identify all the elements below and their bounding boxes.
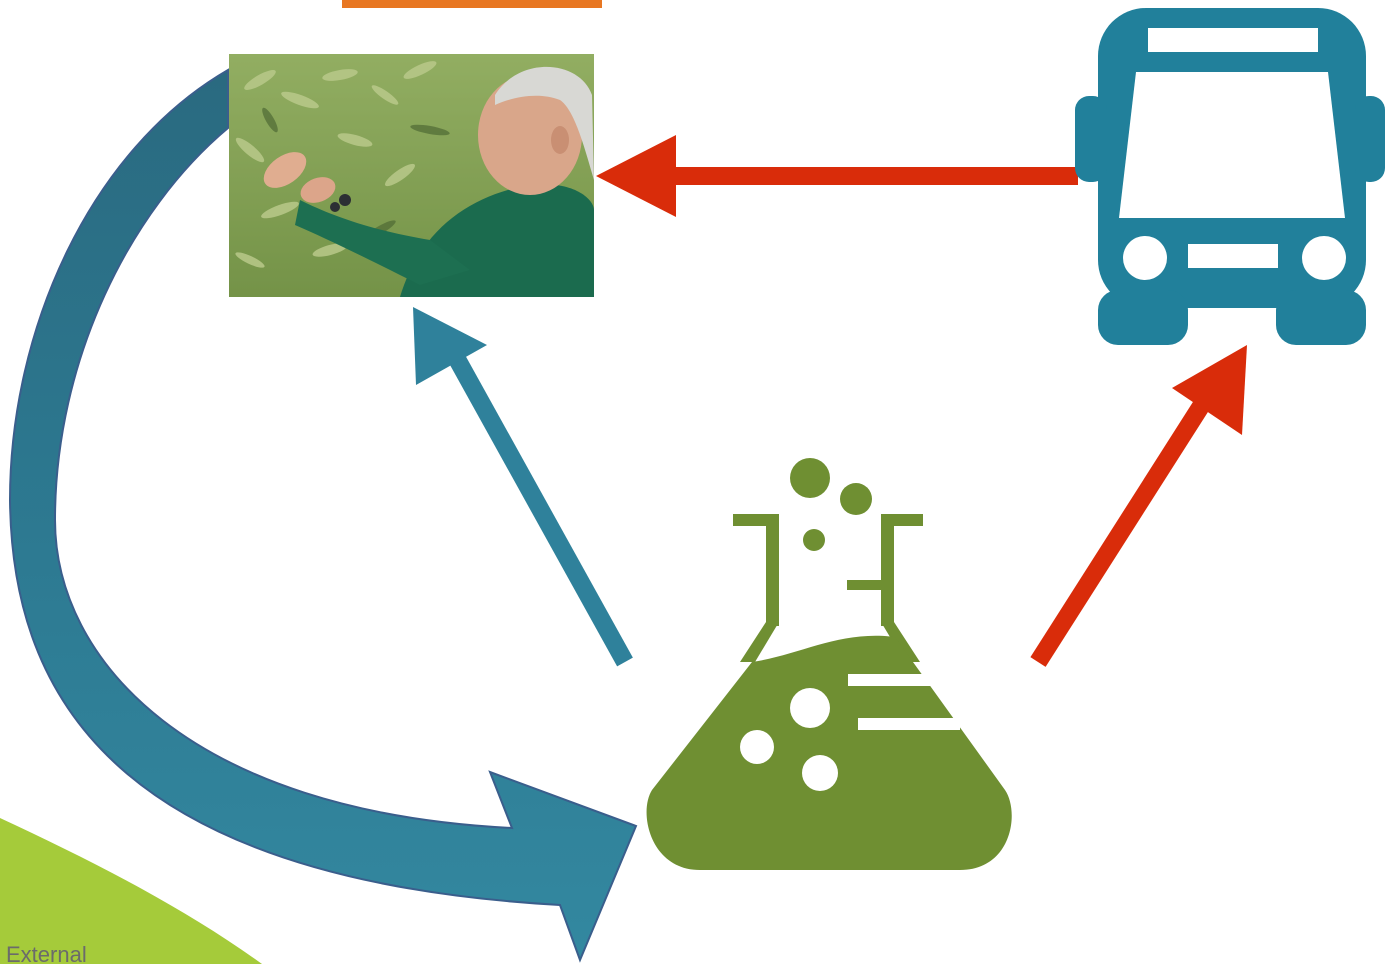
classification-label: External <box>6 942 87 967</box>
accent-bar <box>342 0 602 8</box>
arrow-lab-to-farmer <box>413 307 633 667</box>
corner-decoration <box>0 818 262 964</box>
bus-icon <box>1075 8 1385 345</box>
flask-icon <box>646 458 1012 870</box>
farmer-photo <box>229 54 594 297</box>
curved-arrow-farmer-to-lab <box>8 68 638 963</box>
arrow-bus-to-farmer <box>596 135 1078 217</box>
arrow-lab-to-bus <box>1030 345 1247 667</box>
